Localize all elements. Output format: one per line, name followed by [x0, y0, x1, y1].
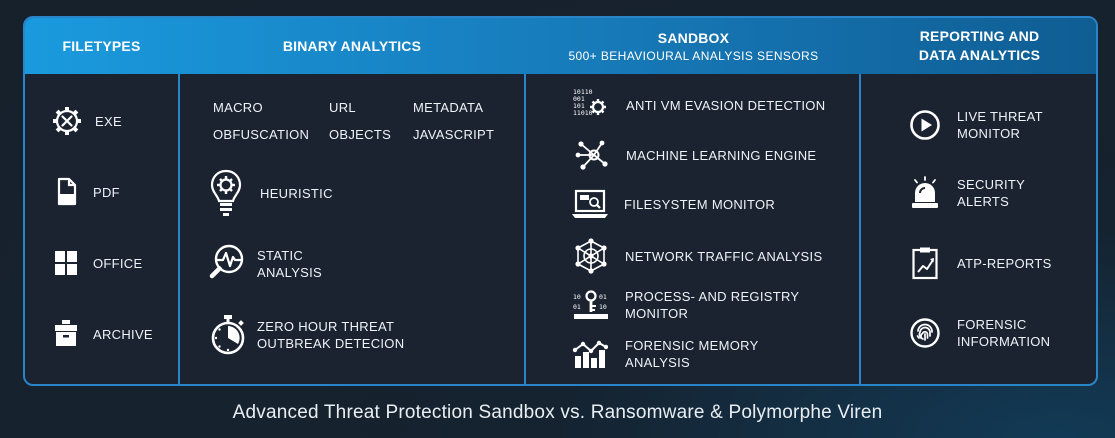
sandbox-filesystem: FILESYSTEM MONITOR	[571, 188, 775, 220]
sandbox-item-text: FORENSIC MEMORY ANALYSIS	[625, 337, 759, 371]
report-live-threat: LIVE THREAT MONITOR	[909, 108, 1043, 142]
report-item-label: ATP-REPORTS	[957, 255, 1052, 271]
report-item-text: SECURITY ALERTS	[957, 176, 1025, 210]
sandbox-item-label: NETWORK TRAFFIC ANALYSIS	[625, 248, 823, 264]
sandbox-item-label: FILESYSTEM MONITOR	[624, 196, 776, 212]
report-item-text: FORENSIC INFORMATION	[957, 316, 1050, 350]
caption: Advanced Threat Protection Sandbox vs. R…	[232, 402, 883, 423]
sandbox-item-label: ANTI VM EVASION DETECTION	[626, 97, 826, 113]
binary-token: MACRO	[213, 100, 263, 115]
header-sandbox-subtitle: 500+ BEHAVIOURAL ANALYSIS SENSORS	[568, 48, 819, 63]
header-reporting-line1: REPORTING AND	[919, 28, 1040, 44]
diagram-panel: FILETYPES BINARY ANALYTICS SANDBOX 500+ …	[23, 16, 1098, 386]
report-security-alerts: SECURITY ALERTS	[909, 176, 1025, 210]
binary-heuristic: HEURISTIC	[209, 168, 333, 218]
fingerprint-circle-icon	[909, 317, 941, 349]
filetype-archive: ARCHIVE	[52, 319, 153, 349]
header-binary-analytics: BINARY ANALYTICS	[178, 18, 526, 74]
binary-item-text: STATIC ANALYSIS	[257, 247, 322, 281]
binary-text: 10	[573, 293, 581, 301]
stopwatch-icon	[209, 314, 247, 356]
binary-zero-hour: ZERO HOUR THREAT OUTBREAK DETECION	[209, 314, 404, 356]
sandbox-network: NETWORK TRAFFIC ANALYSIS	[573, 238, 822, 274]
binary-token: URL	[329, 100, 356, 115]
header-binary-label: BINARY ANALYTICS	[282, 37, 422, 54]
filetype-exe: EXE	[52, 106, 122, 136]
report-item-text: LIVE THREAT MONITOR	[957, 108, 1043, 142]
binary-item-label: OUTBREAK DETECION	[257, 336, 405, 351]
binary-item-label: HEURISTIC	[260, 185, 333, 201]
clipboard-chart-icon	[911, 246, 939, 280]
sandbox-forensic-memory: FORENSIC MEMORY ANALYSIS	[572, 337, 759, 371]
binary-item-text: ZERO HOUR THREAT OUTBREAK DETECION	[257, 318, 404, 352]
sandbox-item-label: ANALYSIS	[625, 355, 691, 370]
binary-item-label: ANALYSIS	[257, 265, 323, 280]
laptop-monitor-icon	[571, 188, 609, 220]
sandbox-item-label: PROCESS- AND REGISTRY	[625, 289, 800, 304]
report-item-label: INFORMATION	[957, 334, 1051, 349]
archive-box-icon	[52, 319, 80, 349]
binary-token: METADATA	[413, 100, 484, 115]
binary-gear-icon: 10110 001 101 11010	[572, 88, 608, 122]
column-divider	[859, 74, 861, 384]
header-sandbox-label: SANDBOX	[657, 29, 730, 46]
binary-token: OBJECTS	[329, 127, 392, 142]
neural-node-icon	[574, 138, 608, 172]
filetype-pdf: PDF	[54, 177, 120, 207]
binary-text: 01	[573, 303, 581, 311]
report-item-label: SECURITY	[957, 177, 1026, 192]
filetype-label: ARCHIVE	[93, 326, 153, 342]
magnifier-pulse-icon	[209, 243, 245, 285]
report-item-label: MONITOR	[957, 126, 1021, 141]
binary-text: 10	[599, 303, 607, 311]
network-globe-icon	[573, 238, 609, 274]
play-circle-icon	[909, 109, 941, 141]
sandbox-process-registry: 10 01 01 10 PROCESS- AND REGISTRY MONITO…	[572, 288, 799, 322]
sandbox-ml-engine: MACHINE LEARNING ENGINE	[574, 138, 816, 172]
binary-item-label: STATIC	[257, 248, 304, 263]
filetype-label: EXE	[95, 113, 122, 129]
header-filetypes: FILETYPES	[25, 18, 178, 74]
sandbox-anti-vm: 10110 001 101 11010 ANTI VM EVASION DETE…	[572, 88, 825, 122]
memory-chart-icon	[572, 338, 608, 370]
windows-icon	[53, 248, 79, 278]
lightbulb-gear-icon	[209, 168, 243, 218]
binary-token: OBFUSCATION	[213, 127, 310, 142]
report-atp-reports: ATP-REPORTS	[911, 246, 1052, 280]
report-forensic-information: FORENSIC INFORMATION	[909, 316, 1050, 350]
header-filetypes-label: FILETYPES	[62, 37, 141, 54]
binary-text: 11010	[573, 109, 593, 117]
header-reporting: REPORTING AND DATA ANALYTICS	[861, 18, 1096, 74]
binary-text: 01	[599, 293, 607, 301]
sandbox-item-label: MONITOR	[625, 306, 689, 321]
report-item-label: FORENSIC	[957, 317, 1027, 332]
column-divider	[178, 74, 180, 384]
gear-tools-icon	[52, 106, 82, 136]
filetype-office: OFFICE	[53, 248, 142, 278]
binary-token: JAVASCRIPT	[413, 127, 495, 142]
report-item-label: ALERTS	[957, 194, 1010, 209]
document-icon	[54, 177, 80, 207]
header-bar: FILETYPES BINARY ANALYTICS SANDBOX 500+ …	[25, 18, 1096, 74]
filetype-label: OFFICE	[93, 255, 143, 271]
filetype-label: PDF	[93, 184, 120, 200]
registry-keys-icon: 10 01 01 10	[572, 289, 610, 321]
report-item-label: LIVE THREAT	[957, 109, 1043, 124]
binary-text: 101	[573, 102, 585, 110]
sandbox-item-label: MACHINE LEARNING ENGINE	[626, 147, 817, 163]
binary-text: 001	[573, 95, 585, 103]
header-reporting-line2: DATA ANALYTICS	[918, 47, 1041, 63]
binary-text: 10110	[573, 88, 593, 96]
sandbox-item-label: FORENSIC MEMORY	[625, 338, 759, 353]
header-sandbox: SANDBOX 500+ BEHAVIOURAL ANALYSIS SENSOR…	[526, 18, 861, 74]
column-divider	[524, 74, 526, 384]
alarm-icon	[909, 176, 941, 210]
binary-item-label: ZERO HOUR THREAT	[257, 319, 395, 334]
sandbox-item-text: PROCESS- AND REGISTRY MONITOR	[625, 288, 799, 322]
binary-static-analysis: STATIC ANALYSIS	[209, 243, 322, 285]
